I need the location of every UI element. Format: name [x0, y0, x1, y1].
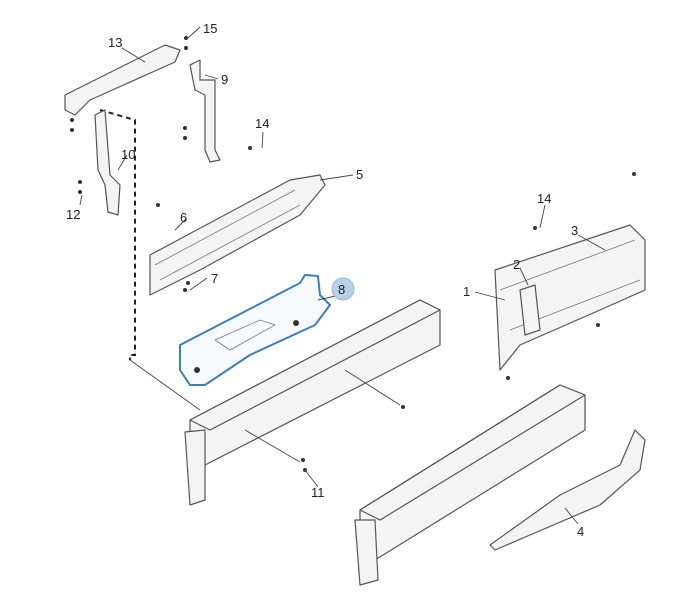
callout-8: 8: [338, 282, 345, 297]
assembly-dashed-line: [99, 109, 136, 360]
callout-14b: 14: [537, 191, 551, 206]
frame-rail-lower: [354, 384, 586, 586]
part-5-crossmember: [149, 146, 326, 296]
part-9-bracket: [183, 59, 221, 163]
part-10-bracket: [78, 109, 121, 216]
frame-rail-upper: [184, 299, 441, 506]
callout-9: 9: [221, 72, 228, 87]
callout-15: 15: [203, 21, 217, 36]
callout-3: 3: [571, 223, 578, 238]
callout-5: 5: [356, 167, 363, 182]
part-13-bracket: [64, 36, 188, 132]
bolts-11: [244, 369, 405, 472]
callout-2: 2: [513, 257, 520, 272]
part-1-crossmember: [494, 172, 646, 380]
part-4-trim: [489, 429, 646, 551]
callout-13: 13: [108, 35, 122, 50]
callout-8-badge: 8: [331, 277, 355, 301]
callout-6: 6: [180, 210, 187, 225]
callout-1: 1: [463, 284, 470, 299]
callout-14: 14: [255, 116, 269, 131]
callout-7: 7: [211, 271, 218, 286]
callout-4: 4: [577, 524, 584, 539]
callout-12: 12: [66, 207, 80, 222]
callout-11: 11: [311, 485, 325, 500]
part-8-shield-highlighted: [179, 274, 331, 386]
callout-10: 10: [121, 147, 135, 162]
